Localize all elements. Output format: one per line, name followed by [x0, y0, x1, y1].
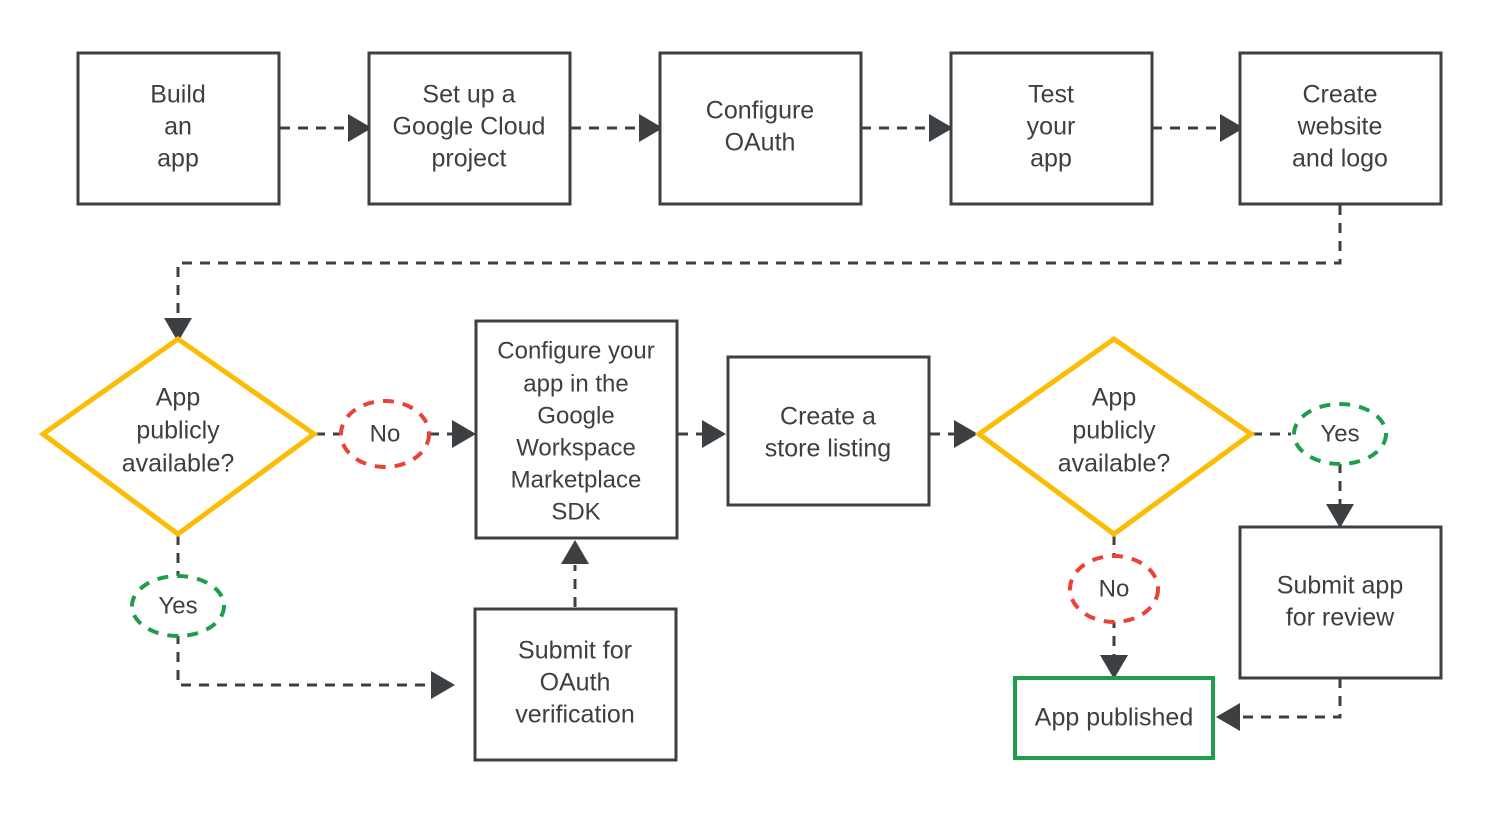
edge-label-yes-1: Yes	[130, 574, 226, 638]
node-website-logo-line-3: and logo	[1292, 145, 1388, 173]
node-website-logo-shape	[1238, 51, 1443, 206]
node-decision-public-1[interactable]: App publicly available?	[38, 335, 319, 538]
node-submit-oauth[interactable]: Submit for OAuth verification	[473, 607, 678, 762]
node-decision-public-1-shape	[38, 335, 319, 538]
connector-website-to-decision1	[176, 205, 1342, 320]
node-configure-oauth-shape	[658, 51, 863, 206]
node-configure-sdk-shape	[474, 319, 679, 540]
node-configure-sdk-line-1: Configure your	[497, 337, 654, 364]
node-decision-public-2-line-1: App	[1092, 384, 1136, 412]
node-configure-sdk-line-5: Marketplace	[511, 466, 642, 493]
edge-label-no-2-pill	[1068, 554, 1160, 624]
node-submit-oauth-line-2: OAuth	[540, 669, 611, 697]
edge-label-yes-2-pill	[1292, 402, 1388, 466]
node-configure-sdk-line-6: SDK	[551, 498, 600, 525]
node-website-logo-line-1: Create	[1302, 81, 1377, 109]
arrowhead-no-to-sdk	[452, 420, 476, 448]
node-submit-oauth-line-3: verification	[515, 701, 635, 729]
node-app-published[interactable]: App published	[1013, 676, 1215, 760]
node-website-logo[interactable]: Create website and logo	[1238, 51, 1443, 206]
arrowhead-build-to-project	[348, 114, 372, 142]
node-configure-oauth[interactable]: Configure OAuth	[658, 51, 863, 206]
node-gcp-project-line-1: Set up a	[422, 81, 515, 109]
node-submit-review-line-1: Submit app	[1277, 572, 1403, 600]
node-configure-sdk-line-4: Workspace	[516, 434, 636, 461]
node-gcp-project-shape	[367, 51, 572, 206]
node-test-app-line-2: your	[1027, 113, 1076, 141]
node-gcp-project-line-2: Google Cloud	[393, 113, 546, 141]
node-build-app-line-2: an	[164, 113, 192, 141]
node-submit-review-shape	[1238, 525, 1443, 680]
edge-label-yes-2: Yes	[1292, 402, 1388, 466]
edge-label-no-2: No	[1068, 554, 1160, 624]
node-test-app-line-1: Test	[1028, 81, 1074, 109]
node-test-app-line-3: app	[1030, 145, 1072, 173]
node-submit-review-line-2: for review	[1286, 604, 1395, 632]
node-configure-oauth-line-1: Configure	[706, 97, 814, 125]
node-decision-public-1-line-3: available?	[122, 450, 235, 478]
node-build-app-line-3: app	[157, 145, 199, 173]
node-decision-public-2-line-2: publicly	[1072, 417, 1156, 445]
node-store-listing-line-2: store listing	[765, 435, 891, 463]
arrowhead-submit-oauth-to-sdk	[561, 540, 589, 564]
node-decision-public-2[interactable]: App publicly available?	[974, 335, 1256, 538]
connector-submit-review-to-published	[1238, 678, 1342, 719]
arrowhead-test-to-website	[1220, 114, 1244, 142]
node-store-listing-shape	[726, 355, 931, 507]
node-build-app-shape	[76, 51, 281, 206]
node-store-listing-line-1: Create a	[780, 403, 876, 431]
connectors	[164, 114, 1354, 731]
edge-label-yes-1-text: Yes	[158, 592, 197, 619]
arrowhead-project-to-oauth	[639, 114, 663, 142]
node-build-app[interactable]: Build an app	[76, 51, 281, 206]
node-website-logo-line-2: website	[1297, 113, 1383, 141]
node-app-published-label: App published	[1035, 704, 1193, 732]
edge-label-no-1-pill	[339, 399, 431, 469]
arrowhead-yes2-to-submit-review	[1326, 504, 1354, 528]
edge-label-no-1-text: No	[370, 420, 401, 447]
node-configure-sdk-line-2: app in the	[523, 370, 628, 397]
edge-label-no-2-text: No	[1099, 575, 1130, 602]
node-submit-review[interactable]: Submit app for review	[1238, 525, 1443, 680]
node-configure-oauth-line-2: OAuth	[725, 129, 796, 157]
node-build-app-line-1: Build	[150, 81, 206, 109]
edge-label-yes-1-pill	[130, 574, 226, 638]
node-submit-oauth-line-1: Submit for	[518, 637, 632, 665]
node-decision-public-2-line-3: available?	[1058, 450, 1171, 478]
arrowhead-no2-to-published	[1100, 655, 1128, 679]
arrowhead-website-to-decision1	[164, 318, 192, 342]
arrowhead-yes-to-submit-oauth	[431, 671, 455, 699]
node-store-listing[interactable]: Create a store listing	[726, 355, 931, 507]
node-decision-public-2-shape	[974, 335, 1256, 538]
node-gcp-project[interactable]: Set up a Google Cloud project	[367, 51, 572, 206]
node-gcp-project-line-3: project	[431, 145, 506, 173]
node-app-published-shape	[1013, 676, 1215, 760]
arrowhead-oauth-to-test	[929, 114, 953, 142]
node-decision-public-1-line-2: publicly	[136, 417, 220, 445]
arrowhead-listing-to-decision2	[954, 420, 978, 448]
arrowhead-sdk-to-listing	[702, 420, 726, 448]
node-test-app[interactable]: Test your app	[949, 51, 1154, 206]
node-decision-public-1-line-1: App	[156, 384, 200, 412]
edge-label-no-1: No	[339, 399, 431, 469]
node-test-app-shape	[949, 51, 1154, 206]
connector-yes-to-submit-oauth	[176, 634, 434, 687]
edge-label-yes-2-text: Yes	[1320, 420, 1359, 447]
node-configure-sdk[interactable]: Configure your app in the Google Workspa…	[474, 319, 679, 540]
node-configure-sdk-line-3: Google	[537, 402, 614, 429]
node-submit-oauth-shape	[473, 607, 678, 762]
arrowhead-submit-review-to-published	[1216, 703, 1240, 731]
